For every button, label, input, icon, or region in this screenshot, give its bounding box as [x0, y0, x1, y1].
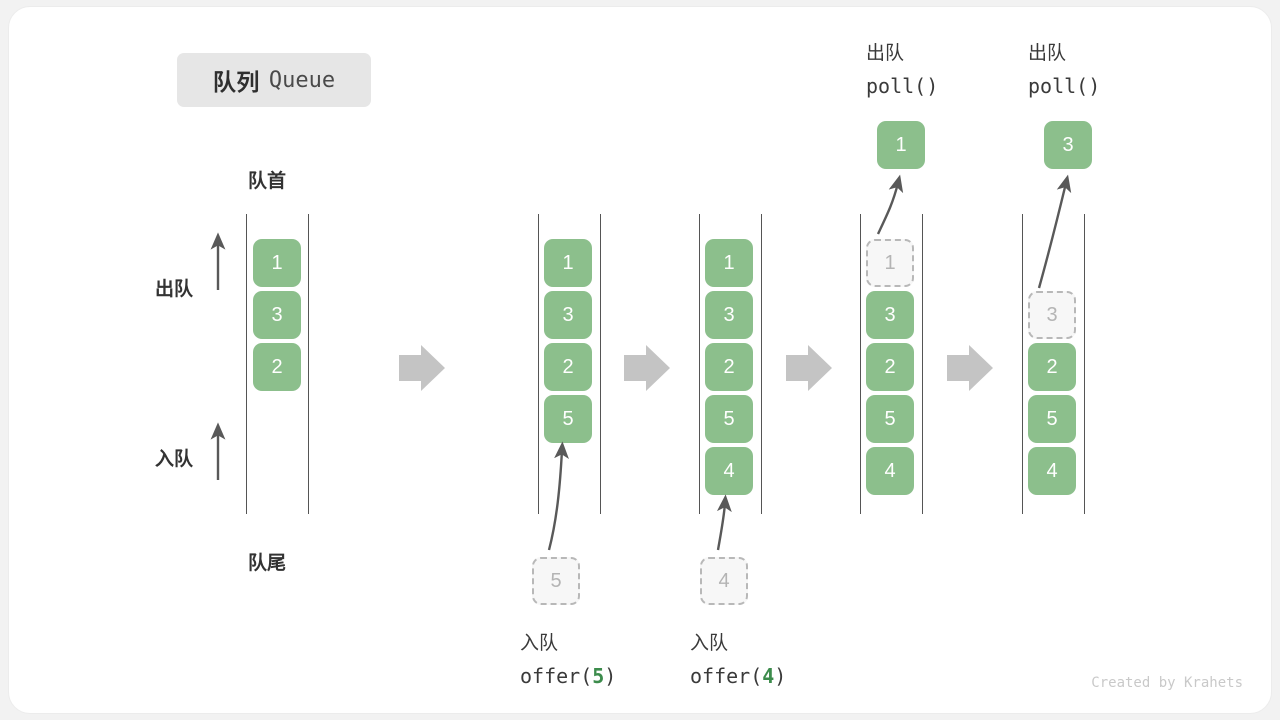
- queue-cell: 1: [253, 239, 301, 287]
- queue-cell: 3: [866, 291, 914, 339]
- dequeue-flow-arrow-1: [876, 174, 904, 235]
- queue-cell-new: 5: [544, 395, 592, 443]
- title-english: Queue: [268, 67, 336, 93]
- op-label-code-3: offer(4): [690, 664, 786, 688]
- queue-rail-left-2: [538, 214, 539, 514]
- step-arrow: [947, 345, 993, 391]
- op-code-prefix: offer(: [690, 664, 763, 688]
- op-code-arg: 5: [592, 664, 605, 688]
- title-chinese: 队列: [212, 69, 260, 95]
- op-label-cn-3: 入队: [690, 633, 729, 654]
- op-label-cn-2: 入队: [520, 633, 559, 654]
- op-label-cn-4: 出队: [866, 43, 905, 64]
- queue-cell: 4: [866, 447, 914, 495]
- pending-value-box: 5: [532, 557, 580, 605]
- op-label-code-4: poll(): [866, 74, 939, 98]
- step-arrow: [624, 345, 670, 391]
- queue-cell-new: 4: [705, 447, 753, 495]
- queue-rail-left-5: [1022, 214, 1023, 514]
- op-code-suffix: ): [604, 664, 617, 688]
- queue-cell-removed: 3: [1028, 291, 1076, 339]
- op-label-cn-5: 出队: [1028, 43, 1067, 64]
- enqueue-flow-arrow-4: [716, 494, 732, 551]
- queue-rail-right-2: [600, 214, 601, 514]
- queue-cell: 3: [705, 291, 753, 339]
- queue-cell: 2: [253, 343, 301, 391]
- diagram-card: 队列 Queue 队首 队尾 出队 入队 1 3 2 1 3 2 5 5 入队 …: [8, 6, 1272, 714]
- queue-rail-left-1: [246, 214, 247, 514]
- queue-cell: 1: [705, 239, 753, 287]
- op-label-code-5: poll(): [1028, 74, 1101, 98]
- op-label-code-2: offer(5): [520, 664, 616, 688]
- op-code-prefix: offer(: [520, 664, 593, 688]
- queue-cell-removed: 1: [866, 239, 914, 287]
- op-code-suffix: ): [774, 664, 787, 688]
- enqueue-flow-arrow-5: [547, 441, 569, 551]
- arrows-overlay: [210, 174, 1072, 551]
- step-arrow: [786, 345, 832, 391]
- diagram-title: 队列 Queue: [177, 53, 371, 107]
- queue-cell: 3: [544, 291, 592, 339]
- queue-cell: 3: [253, 291, 301, 339]
- label-dequeue-side: 出队: [155, 279, 194, 300]
- queue-cell: 2: [544, 343, 592, 391]
- dequeue-flow-arrow-3: [1037, 174, 1072, 289]
- queue-cell: 2: [705, 343, 753, 391]
- queue-rail-right-4: [922, 214, 923, 514]
- queue-cell: 5: [866, 395, 914, 443]
- watermark: Created by Krahets: [1091, 675, 1243, 691]
- queue-rail-left-4: [860, 214, 861, 514]
- popped-value-box: 1: [877, 121, 925, 169]
- queue-cell: 2: [1028, 343, 1076, 391]
- queue-cell: 4: [1028, 447, 1076, 495]
- queue-rail-right-1: [308, 214, 309, 514]
- pending-value-box: 4: [700, 557, 748, 605]
- queue-cell: 5: [1028, 395, 1076, 443]
- popped-value-box: 3: [1044, 121, 1092, 169]
- queue-cell: 2: [866, 343, 914, 391]
- op-code-arg: 4: [762, 664, 775, 688]
- label-queue-tail: 队尾: [248, 553, 287, 574]
- queue-rail-right-5: [1084, 214, 1085, 514]
- queue-rail-right-3: [761, 214, 762, 514]
- label-queue-head: 队首: [248, 171, 287, 192]
- queue-rail-left-3: [699, 214, 700, 514]
- step-arrow: [399, 345, 445, 391]
- queue-cell: 5: [705, 395, 753, 443]
- queue-cell: 1: [544, 239, 592, 287]
- label-enqueue-side: 入队: [155, 449, 194, 470]
